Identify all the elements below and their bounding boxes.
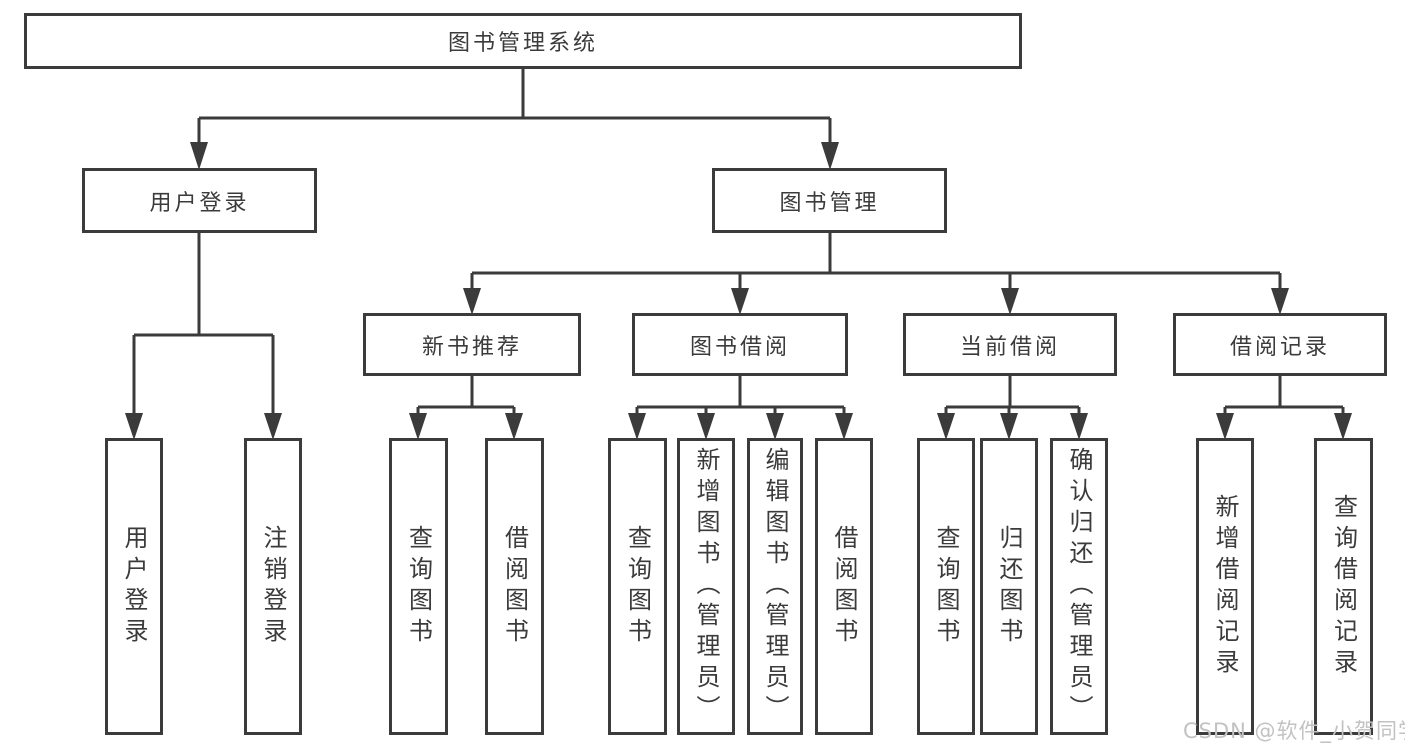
leaf-records-add-record: 新增借阅记录	[1196, 438, 1254, 735]
node-label: 归还图书	[995, 524, 1023, 649]
leaf-records-query-record: 查询借阅记录	[1314, 438, 1373, 735]
node-book-borrow: 图书借阅	[632, 313, 848, 376]
node-label: 用户登录	[149, 190, 250, 216]
leaf-recommend-query-book: 查询图书	[389, 438, 448, 735]
node-label: 查询借阅记录	[1329, 493, 1358, 680]
leaf-user-login: 用户登录	[105, 438, 163, 735]
watermark: CSDN @软件_小贺同学	[1183, 719, 1405, 743]
node-label: 当前借阅	[959, 334, 1060, 360]
node-label: 确认归还（管理员）	[1065, 447, 1093, 726]
node-user-login: 用户登录	[82, 168, 317, 233]
node-label: 图书借阅	[689, 334, 790, 360]
arrowheads	[125, 142, 1352, 440]
node-book-management: 图书管理	[712, 168, 947, 233]
connector-book-management-children	[470, 233, 1282, 289]
node-library-management-system: 图书管理系统	[24, 13, 1022, 69]
node-label: 图书管理	[779, 190, 880, 216]
leaf-borrow-query-book: 查询图书	[608, 438, 667, 735]
leaf-borrow-borrow-book: 借阅图书	[815, 438, 873, 735]
connector-records-children	[1223, 376, 1345, 414]
leaf-current-confirm-return-admin: 确认归还（管理员）	[1050, 438, 1108, 735]
node-label: 查询图书	[932, 524, 960, 649]
node-label: 新增图书（管理员）	[692, 447, 720, 726]
node-label: 用户登录	[120, 524, 148, 649]
connector-root-to-level2	[197, 68, 832, 144]
node-label: 借阅图书	[830, 524, 858, 649]
connector-user-login-children	[132, 233, 275, 414]
leaf-recommend-borrow-book: 借阅图书	[485, 438, 544, 735]
node-label: 新书推荐	[421, 334, 522, 360]
node-label: 借阅图书	[500, 524, 529, 649]
leaf-logout-login: 注销登录	[244, 438, 302, 735]
node-borrow-records: 借阅记录	[1173, 313, 1387, 376]
node-label: 借阅记录	[1229, 334, 1330, 360]
node-label: 查询图书	[404, 524, 433, 649]
connector-current-children	[944, 376, 1081, 414]
node-label: 编辑图书（管理员）	[761, 447, 789, 726]
leaf-current-return-book: 归还图书	[980, 438, 1038, 735]
node-label: 图书管理系统	[447, 31, 598, 56]
leaf-current-query-book: 查询图书	[917, 438, 975, 735]
node-current-borrow: 当前借阅	[903, 313, 1117, 376]
node-label: 新增借阅记录	[1211, 493, 1239, 680]
leaf-borrow-edit-book-admin: 编辑图书（管理员）	[747, 438, 803, 735]
connector-recommend-children	[416, 376, 516, 414]
connector-borrow-children	[635, 376, 846, 414]
node-new-book-recommend: 新书推荐	[363, 313, 581, 376]
leaf-borrow-add-book-admin: 新增图书（管理员）	[677, 438, 735, 735]
node-label: 注销登录	[259, 524, 287, 649]
node-label: 查询图书	[623, 524, 652, 649]
